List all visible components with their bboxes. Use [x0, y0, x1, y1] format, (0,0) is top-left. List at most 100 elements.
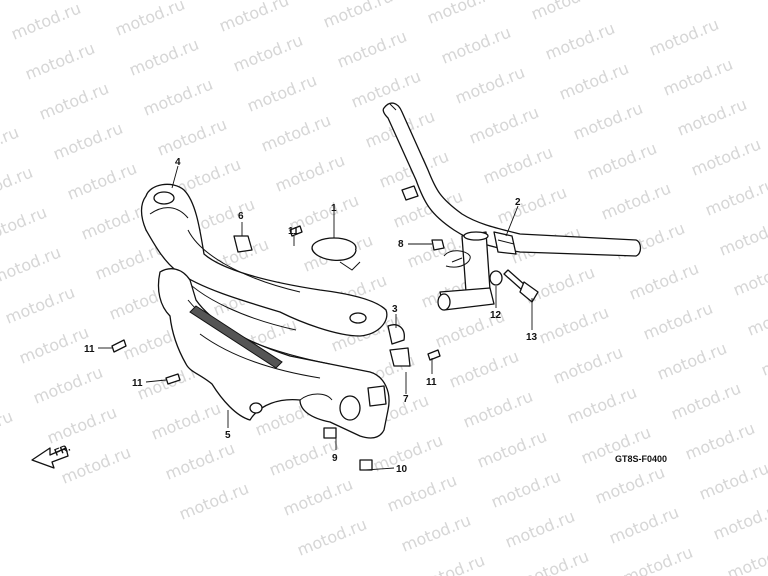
- watermark-text: motod.ru: [452, 63, 527, 108]
- callout-7: 7: [403, 394, 409, 405]
- watermark-text: motod.ru: [0, 203, 50, 248]
- front-top-cover: [140, 183, 388, 337]
- callout-9: 9: [332, 453, 338, 464]
- watermark-text: motod.ru: [480, 143, 555, 188]
- watermark-text: motod.ru: [334, 27, 409, 72]
- watermark-text: motod.ru: [258, 111, 333, 156]
- watermark-text: motod.ru: [592, 463, 667, 508]
- bolt-part-13: [503, 269, 539, 303]
- handlebar: [382, 102, 642, 257]
- watermark-text: motod.ru: [0, 243, 64, 288]
- watermark-text: motod.ru: [744, 295, 768, 340]
- callout-1: 1: [331, 203, 337, 214]
- watermark-text: motod.ru: [2, 283, 77, 328]
- watermark-text: motod.ru: [50, 119, 125, 164]
- callout-2: 2: [515, 197, 521, 208]
- clip-part-6: [233, 235, 253, 253]
- fasteners: [111, 225, 441, 471]
- steering-stem-clamp: [437, 231, 495, 311]
- watermark-text: motod.ru: [154, 115, 229, 160]
- nut-part-8: [431, 239, 445, 251]
- callout-10: 10: [396, 464, 408, 475]
- watermark-text: motod.ru: [216, 0, 291, 36]
- watermark-text: motod.ru: [716, 215, 768, 260]
- watermark-text: motod.ru: [564, 383, 639, 428]
- watermark-text: motod.ru: [162, 439, 237, 484]
- watermark-text: motod.ru: [668, 379, 743, 424]
- leader-lines: [98, 165, 533, 471]
- watermark-text: motod.ru: [488, 467, 563, 512]
- watermark-text: motod.ru: [412, 551, 487, 576]
- callout-11-b: 11: [84, 344, 95, 355]
- watermark-text: motod.ru: [654, 339, 729, 384]
- watermark-text: motod.ru: [730, 255, 768, 300]
- watermark-text: motod.ru: [660, 55, 735, 100]
- callout-13: 13: [526, 332, 538, 343]
- watermark-text: motod.ru: [542, 19, 617, 64]
- watermark-text: motod.ru: [494, 183, 569, 228]
- watermark-text: motod.ru: [44, 403, 119, 448]
- watermark-text: motod.ru: [556, 59, 631, 104]
- watermark-text: motod.ru: [266, 435, 341, 480]
- watermark-text: motod.ru: [460, 387, 535, 432]
- diagram-code: GT8S-F0400: [615, 454, 667, 464]
- watermark-text: motod.ru: [764, 51, 768, 96]
- callout-4: 4: [175, 157, 181, 168]
- watermark-text: motod.ru: [696, 459, 768, 504]
- callout-5: 5: [225, 430, 231, 441]
- watermark-text: motod.ru: [244, 71, 319, 116]
- watermark-text: motod.ru: [36, 79, 111, 124]
- watermark-text: motod.ru: [522, 263, 597, 308]
- callout-11-c: 11: [132, 378, 143, 389]
- watermark-text: motod.ru: [280, 475, 355, 520]
- callout-8: 8: [398, 239, 404, 250]
- watermark-text: motod.ru: [0, 0, 70, 4]
- front-direction-arrow: FR.: [31, 442, 72, 469]
- watermark-text: motod.ru: [466, 103, 541, 148]
- watermark-text: motod.ru: [22, 39, 97, 84]
- watermark-text: motod.ru: [536, 303, 611, 348]
- watermark-text: motod.ru: [570, 99, 645, 144]
- horn-part-1: [311, 237, 361, 271]
- watermark-text: motod.ru: [674, 95, 749, 140]
- watermark-text: motod.ru: [584, 139, 659, 184]
- watermark-text: motod.ru: [0, 163, 36, 208]
- watermark-text: motod.ru: [320, 0, 395, 32]
- watermark-text: motod.ru: [598, 179, 673, 224]
- watermark-text: motod.ru: [126, 35, 201, 80]
- watermark-text: motod.ru: [620, 543, 695, 576]
- watermark-text: motod.ru: [272, 151, 347, 196]
- callout-6: 6: [238, 211, 244, 222]
- callout-11-d: 11: [426, 377, 437, 388]
- watermark-text: motod.ru: [176, 479, 251, 524]
- watermark-text: motod.ru: [474, 427, 549, 472]
- watermark-text: motod.ru: [640, 299, 715, 344]
- watermark-text: motod.ru: [758, 335, 768, 380]
- watermark-text: motod.ru: [0, 123, 22, 168]
- watermark-text: motod.ru: [710, 499, 768, 544]
- watermark-text: motod.ru: [688, 135, 763, 180]
- callout-3: 3: [392, 304, 398, 315]
- watermark-text: motod.ru: [112, 0, 187, 40]
- clip-part-3: [387, 324, 405, 345]
- watermark-text: motod.ru: [140, 75, 215, 120]
- clip-part-7: [389, 347, 411, 367]
- watermark-text: motod.ru: [682, 419, 757, 464]
- watermark-text: motod.ru: [606, 503, 681, 548]
- callout-12: 12: [490, 310, 502, 321]
- watermark-text: motod.ru: [724, 539, 768, 576]
- watermark-text: motod.ru: [446, 347, 521, 392]
- watermark-text: motod.ru: [230, 31, 305, 76]
- watermark-text: motod.ru: [8, 0, 83, 44]
- watermark-text: motod.ru: [30, 363, 105, 408]
- watermark-text: motod.ru: [550, 343, 625, 388]
- watermark-text: motod.ru: [626, 259, 701, 304]
- watermark-text: motod.ru: [398, 511, 473, 556]
- watermark-text: motod.ru: [424, 0, 499, 28]
- watermark-text: motod.ru: [148, 399, 223, 444]
- front-inner-cover: [157, 268, 390, 439]
- watermark-text: motod.ru: [502, 507, 577, 552]
- washer-part-12: [489, 270, 503, 286]
